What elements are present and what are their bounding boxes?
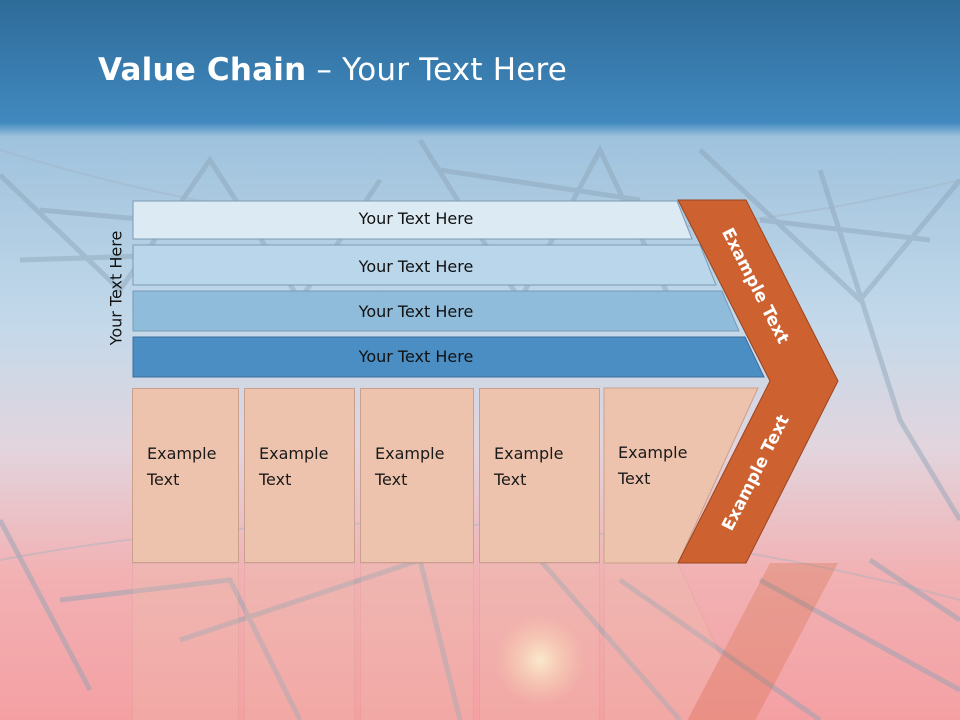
- bar-2-label: Your Text Here: [358, 257, 474, 276]
- bar-2-shape: [132, 244, 717, 286]
- slide-title: Value Chain – Your Text Here: [98, 52, 567, 88]
- bar-4-label: Your Text Here: [358, 347, 474, 366]
- bar-3-label: Your Text Here: [358, 302, 474, 321]
- sun-glow: [495, 615, 585, 705]
- box-2-line2: Text: [259, 470, 292, 489]
- bar-1-label: Your Text Here: [358, 209, 474, 228]
- box-1-line2: Text: [147, 470, 180, 489]
- bar-1-shape: [132, 200, 693, 240]
- box-4-line1: Example: [494, 444, 564, 463]
- title-rest: – Your Text Here: [306, 52, 568, 88]
- box-3-line2: Text: [375, 470, 408, 489]
- title-bold: Value Chain: [98, 52, 307, 88]
- box-4-line2: Text: [494, 470, 527, 489]
- box-2-line1: Example: [259, 444, 329, 463]
- box-1-line1: Example: [147, 444, 217, 463]
- bar-3-shape: [132, 290, 740, 332]
- box-5-line2: Text: [618, 469, 651, 488]
- box-5-line1: Example: [618, 443, 688, 462]
- chevron-shape: [677, 199, 839, 564]
- box-3-line1: Example: [375, 444, 445, 463]
- bar-4-shape: [132, 336, 765, 378]
